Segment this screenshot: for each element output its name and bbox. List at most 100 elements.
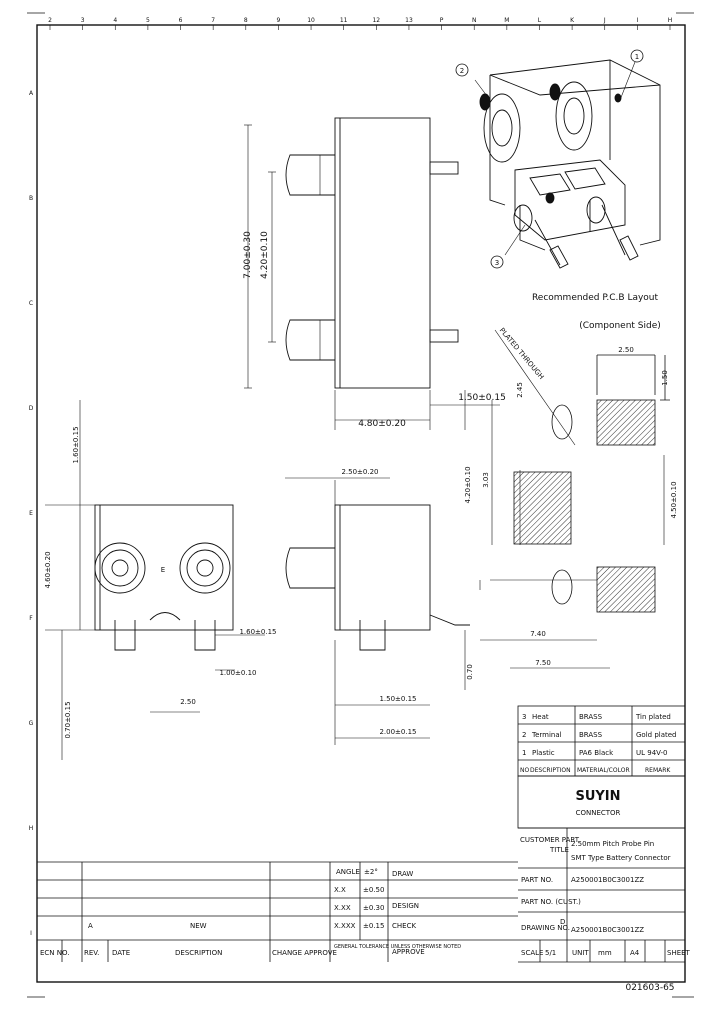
pcb-plated: PLATED THROUGH [498, 326, 546, 381]
rev-label: REV. [84, 949, 99, 957]
scale: 5/1 [545, 949, 556, 957]
dim-top: 2.50±0.20 [341, 468, 378, 476]
date-label: DATE [112, 949, 130, 957]
zone-label-top: M [504, 17, 509, 24]
title-line2: SMT Type Battery Connector [571, 854, 671, 862]
pcb-d1: 2.45 [516, 382, 524, 398]
dim-b: 2.00±0.15 [379, 728, 416, 736]
pcb-w2: 7.40 [530, 630, 546, 638]
title-line1: 2.50mm Pitch Probe Pin [571, 840, 654, 848]
check-label: CHECK [392, 922, 416, 930]
bom-desc: Plastic [532, 749, 555, 757]
company-logo: SUYIN [575, 789, 620, 804]
unit: mm [598, 949, 612, 957]
zone-label-top: 4 [113, 17, 117, 24]
rev-desc: NEW [190, 922, 207, 930]
bom-desc: Terminal [531, 731, 562, 739]
pcb-pads [479, 329, 670, 669]
dim-pin-t: 1.00±0.10 [219, 669, 256, 677]
title-block [37, 775, 686, 963]
pcb-v1: 4.20±0.10 [464, 466, 472, 503]
zone-label-left: B [29, 195, 33, 202]
bom-remark: UL 94V-0 [636, 749, 668, 757]
zone-label-top: 2 [48, 17, 52, 24]
tol-range: X.XX [334, 904, 351, 912]
pcb-v3: 4.50±0.10 [670, 481, 678, 518]
zone-label-left: G [29, 720, 34, 727]
unit-label: UNIT [572, 949, 589, 957]
bom-no: 1 [522, 749, 526, 757]
draw-label: DRAW [392, 870, 413, 878]
zone-label-left: C [29, 300, 33, 307]
zone-label-top: 7 [211, 17, 215, 24]
dim-height: 4.60±0.20 [44, 551, 52, 588]
callout-2: 2 [460, 67, 464, 75]
customer-label: CUSTOMER PART [520, 836, 580, 844]
scale-label: SCALE [521, 949, 543, 957]
tol-value: ±0.30 [363, 904, 384, 912]
zone-label-left: A [29, 90, 34, 97]
callout-1: 1 [635, 53, 639, 61]
dim-bottom: 0.70±0.15 [64, 701, 72, 738]
tol-hdr2: ±2° [364, 868, 378, 876]
footer-code: 021603-65 [625, 983, 674, 993]
zone-label-top: L [538, 17, 542, 24]
zone-label-top: 3 [81, 17, 85, 24]
zone-label-left: E [29, 510, 33, 517]
pcb-layout-subtitle: (Component Side) [579, 321, 661, 331]
general-tol: GENERAL TOLERANCE UNLESS OTHERWISE NOTED [334, 944, 461, 950]
zone-label-top: I [636, 17, 638, 24]
zone-label-left: F [29, 615, 33, 622]
dim-pitch: 2.50 [180, 698, 196, 706]
drawing-no: A250001B0C3001ZZ [571, 926, 644, 934]
title-label: TITLE [549, 846, 569, 854]
part-no-label: PART NO. [521, 876, 553, 884]
zone-label-top: 12 [372, 17, 380, 24]
approve-label: APPROVE [392, 948, 425, 956]
bom-remark: Tin plated [635, 713, 671, 721]
pcb-layout-title: Recommended P.C.B Layout [532, 293, 659, 303]
top-view [244, 117, 500, 430]
zone-label-top: 10 [307, 17, 315, 24]
dim-total: 1.60±0.15 [72, 426, 80, 463]
callout-3: 3 [495, 259, 499, 267]
zone-label-top: 8 [244, 17, 248, 24]
bom-material: BRASS [579, 713, 603, 721]
drawing-label: DRAWING NO. [521, 924, 570, 932]
bom-material: PA6 Black [579, 749, 614, 757]
pcb-w3: 7.50 [535, 659, 551, 667]
dim-pin-w: 1.60±0.15 [239, 628, 276, 636]
company-sub: CONNECTOR [576, 809, 621, 817]
bom-material: BRASS [579, 731, 603, 739]
part-no2-label: PART NO. (CUST.) [521, 898, 581, 906]
zone-label-top: 13 [405, 17, 413, 24]
zone-label-left: D [29, 405, 34, 412]
zone-label-top: 6 [179, 17, 183, 24]
sheet-label: SHEET [667, 949, 691, 957]
drawing-rev: D [560, 918, 565, 926]
pcb-w1: 2.50 [618, 346, 634, 354]
bom-remark: Gold plated [636, 731, 677, 739]
zone-label-top: K [570, 17, 575, 24]
bom-no: 3 [522, 713, 526, 721]
tol-range: X.XXX [334, 922, 356, 930]
dim-outer: 7.00±0.30 [243, 231, 253, 279]
zone-label-left: H [29, 825, 34, 832]
isometric-view [455, 49, 661, 269]
tol-value: ±0.50 [363, 886, 384, 894]
zone-label-top: P [440, 17, 444, 24]
zone-label-top: N [472, 17, 477, 24]
tol-hdr1: ANGLE [336, 868, 360, 876]
ecn-label: ECN NO. [40, 949, 69, 957]
bom-header-remark: REMARK [645, 767, 671, 774]
dim-pin: 1.50±0.15 [458, 393, 506, 403]
dim-width: 4.80±0.20 [358, 419, 406, 429]
bom-header-no: NO [520, 767, 529, 774]
dim-inner: 4.20±0.10 [260, 231, 270, 279]
zone-label-top: 11 [340, 17, 348, 24]
size: A4 [630, 949, 640, 957]
center-mark: E [161, 566, 165, 574]
